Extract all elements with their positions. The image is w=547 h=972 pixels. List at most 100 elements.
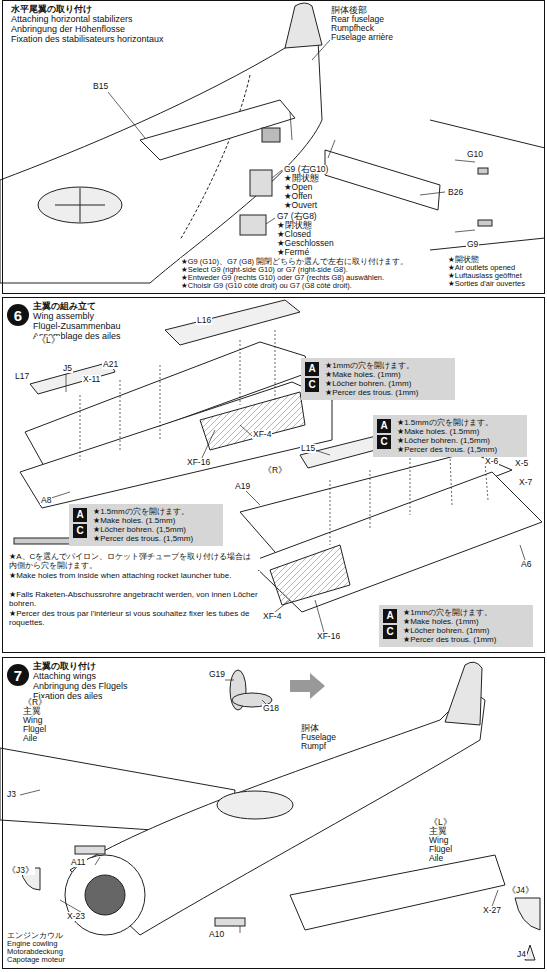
note-text: ★Make holes. (1.5mm) (397, 427, 523, 436)
part-label: Rumpfheck (330, 24, 375, 33)
part-label: G7 (右G8) (276, 212, 318, 221)
part-label: J3 (6, 790, 17, 799)
heading-text: Fixation des stabilisateurs horizontaux (11, 34, 164, 44)
part-label: J4 (516, 950, 527, 959)
mark-text: C (386, 626, 393, 637)
heading-text: Attaching horizontal stabilizers (11, 14, 164, 24)
step-heading: 主翼の組み立てWing assemblyFlügel-ZusammenbauAs… (33, 301, 121, 341)
part-label: J5 (62, 364, 73, 373)
drill-note: ★1.5mmの穴を開けます。★Make holes. (1.5mm)★Löche… (69, 504, 223, 546)
part-label: 《R》 (22, 698, 48, 707)
part-label: ★閉状態 (276, 221, 313, 230)
mark-text: C (308, 379, 315, 390)
part-label: Motorabdeckung (6, 948, 64, 956)
part-label: 《J3》 (6, 866, 35, 875)
note-text: ★Löcher bohren. (1mm) (325, 379, 451, 388)
part-label: X-6 (484, 457, 499, 466)
drill-note: ★1mmの穴を開けます。★Make holes. (1mm)★Löcher bo… (379, 605, 533, 647)
part-label: A11 (70, 858, 87, 867)
note-text: ★Löcher bohren. (1,5mm) (397, 436, 523, 445)
part-label: ★G9 (G10)、G7 (G8) 開閉どちらか選んで左右に取り付けます。 (180, 258, 409, 266)
part-label: Flügel (22, 725, 47, 734)
note-text: ★Percer des trous. (1,5mm) (93, 534, 219, 543)
part-label: Wing (22, 716, 43, 725)
mark-text: A (386, 610, 393, 621)
option-letter: A (383, 609, 397, 623)
drill-note: ★1mmの穴を開けます。★Make holes. (1mm)★Löcher bo… (301, 358, 455, 400)
step-number: 7 (7, 664, 29, 686)
mark-text: A (76, 509, 83, 520)
part-label: B15 (92, 82, 109, 91)
note-text: ★1.5mmの穴を開けます。 (93, 507, 219, 516)
heading-text: Attaching wings (33, 671, 128, 681)
part-label: XF-16 (186, 458, 211, 467)
part-label: ★Sorties d'air ouvertes (447, 280, 526, 288)
part-label: 主翼 (22, 707, 42, 716)
part-label: X-5 (514, 459, 529, 468)
part-label: ★Geschlossen (276, 239, 335, 248)
part-label: X-7 (518, 478, 533, 487)
option-letter: C (73, 524, 87, 538)
part-label: ★Open (283, 183, 313, 192)
part-label: XF-4 (252, 430, 272, 439)
note-text: ★Percer des trous. (1mm) (325, 388, 451, 397)
part-label: ★Luftauslass geöffnet (447, 272, 523, 280)
part-label: X-11 (82, 375, 101, 384)
note-text: ★1.5mmの穴を開けます。 (397, 418, 523, 427)
mark-text: 7 (14, 667, 22, 684)
option-letter: C (383, 625, 397, 639)
part-label: エンジンカウル (6, 932, 64, 940)
mark-text: C (380, 436, 387, 447)
part-label: ★Closed (276, 230, 312, 239)
part-label: Fuselage arrière (330, 33, 394, 42)
part-label: X-23 (66, 912, 86, 921)
part-label: Rumpf (300, 742, 327, 751)
part-label: ★Entweder G9 (rechts G10) oder G7 (recht… (180, 274, 385, 282)
part-label: XF-16 (316, 632, 341, 641)
option-letter: C (305, 378, 319, 392)
part-label: B26 (447, 188, 464, 197)
option-letter: A (377, 419, 391, 433)
heading-text: 主翼の組み立て (33, 301, 121, 311)
note-text: ★Make holes. (1.5mm) (93, 516, 219, 525)
part-label: ★開状態 (447, 256, 480, 264)
part-label: 《R》 (262, 466, 288, 475)
heading-text: Wing assembly (33, 311, 121, 321)
part-label: Rear fuselage (330, 15, 385, 24)
part-label: L16 (196, 316, 212, 325)
part-label: 胴体 (300, 724, 320, 733)
heading-text: Flügel-Zusammenbau (33, 321, 121, 331)
part-label: A8 (40, 496, 52, 505)
mark-text: 6 (14, 307, 22, 324)
part-label: ★Falls Raketen-Abschussrohre angebracht … (8, 590, 260, 608)
part-label: 《J4》 (506, 886, 535, 895)
part-label: A21 (102, 360, 119, 369)
part-label: A6 (520, 560, 532, 569)
option-letter: A (305, 362, 319, 376)
note-text: ★Make holes. (1mm) (403, 617, 529, 626)
part-label: Engine cowling (6, 940, 58, 948)
note-text: ★Make holes. (1mm) (325, 370, 451, 379)
option-letter: C (377, 435, 391, 449)
part-label: 《L》 (36, 336, 61, 345)
part-label: ★Offen (283, 192, 313, 201)
note-text: ★Löcher bohren. (1mm) (403, 626, 529, 635)
step-heading: 水平尾翼の取り付けAttaching horizontal stabilizer… (11, 4, 164, 44)
part-label: L15 (300, 444, 316, 453)
option-letter: A (73, 508, 87, 522)
note-text: ★Percer des trous. (1,5mm) (397, 445, 523, 454)
drill-note: ★1.5mmの穴を開けます。★Make holes. (1.5mm)★Löche… (373, 415, 527, 457)
part-label: ★Air outlets opened (447, 264, 516, 272)
part-label: Aile (428, 854, 444, 863)
heading-text: Anbringung des Flügels (33, 681, 128, 691)
part-label: G9 (右G10) (283, 165, 329, 174)
part-label: A19 (234, 482, 251, 491)
mark-text: A (380, 420, 387, 431)
heading-text: Anbringung der Höhenflosse (11, 24, 164, 34)
note-text: ★Percer des trous. (1mm) (403, 635, 529, 644)
part-label: Fuselage (300, 733, 337, 742)
part-label: Aile (22, 734, 38, 743)
part-label: ★Make holes from inside when attaching r… (8, 571, 260, 580)
part-label: ★Ouvert (283, 201, 318, 210)
